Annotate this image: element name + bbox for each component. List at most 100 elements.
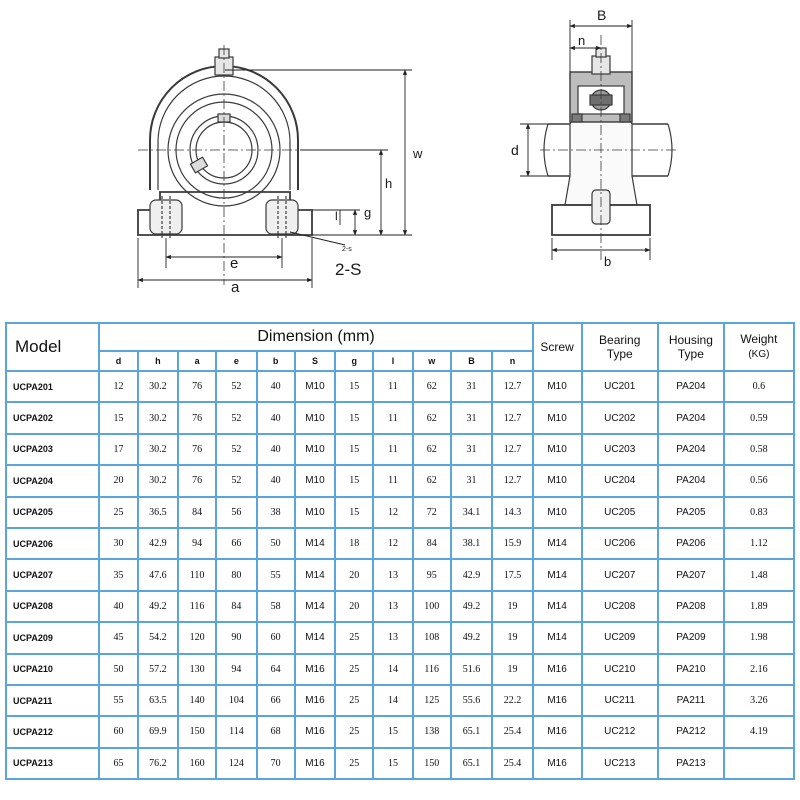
dim-g-cell: 25 bbox=[334, 683, 375, 718]
dim-B-cell: 65.1 bbox=[449, 715, 494, 749]
dim-d-cell: 60 bbox=[98, 715, 139, 749]
dim-S-cell: M16 bbox=[293, 715, 337, 749]
dim-B-cell: 49.2 bbox=[449, 589, 494, 624]
dim-B-cell: 42.9 bbox=[449, 558, 494, 592]
dimension-header: Dimension (mm) bbox=[98, 322, 534, 352]
screw-cell: M16 bbox=[531, 715, 583, 749]
housing-type-cell: PA204 bbox=[656, 432, 725, 467]
dim-a-cell: 140 bbox=[176, 683, 218, 718]
dim-B-cell: 34.1 bbox=[449, 495, 494, 529]
housing-type-cell: PA208 bbox=[656, 589, 725, 624]
dim-g-cell: 15 bbox=[334, 369, 375, 404]
screw-cell: M14 bbox=[531, 621, 583, 655]
dim-h-cell: 63.5 bbox=[136, 683, 180, 718]
dim-e-cell: 114 bbox=[215, 715, 258, 749]
dim-d-cell: 35 bbox=[98, 558, 139, 592]
dim-l-cell: 11 bbox=[372, 369, 414, 404]
label-2-s-small: 2-s bbox=[342, 246, 352, 253]
dim-B-cell: 31 bbox=[449, 464, 494, 498]
dim-col-header: b bbox=[255, 350, 296, 372]
dim-B-cell: 31 bbox=[449, 432, 494, 467]
weight-cell: 1.48 bbox=[722, 558, 796, 592]
housing-base bbox=[137, 191, 313, 236]
dim-l-cell: 12 bbox=[372, 495, 414, 529]
dim-h-cell: 36.5 bbox=[136, 495, 180, 529]
front-dimensions bbox=[137, 69, 412, 288]
bearing-type-cell: UC203 bbox=[580, 432, 659, 467]
dim-S-cell: M16 bbox=[293, 652, 337, 686]
dim-h-cell: 69.9 bbox=[136, 715, 180, 749]
front-dimension-labels: w h g l 2-s 2-S e a bbox=[230, 146, 423, 296]
dim-S-cell: M16 bbox=[293, 683, 337, 718]
weight-header-line-2: (KG) bbox=[748, 349, 770, 360]
dim-col-header: n bbox=[491, 350, 534, 372]
dim-S-cell: M14 bbox=[293, 526, 337, 561]
housing-type-cell: PA209 bbox=[656, 621, 725, 655]
bearing-type-cell: UC207 bbox=[580, 558, 659, 592]
dim-b-cell: 40 bbox=[255, 432, 296, 467]
housing-header-line-2: Type bbox=[677, 347, 704, 361]
dim-n-cell: 25.4 bbox=[491, 715, 534, 749]
dim-n-cell: 22.2 bbox=[491, 683, 534, 718]
bearing-drawing: w h g l 2-s 2-S e a bbox=[137, 7, 676, 296]
dim-w-cell: 150 bbox=[411, 746, 452, 781]
bearing-header-line-1: Bearing bbox=[599, 333, 641, 347]
dim-col-header: e bbox=[215, 350, 258, 372]
dim-w-cell: 62 bbox=[411, 432, 452, 467]
bearing-type-cell: UC205 bbox=[580, 495, 659, 529]
dim-B-cell: 65.1 bbox=[449, 746, 494, 781]
weight-cell: 4.19 bbox=[722, 715, 796, 749]
dim-a-cell: 84 bbox=[176, 495, 218, 529]
dim-d-cell: 17 bbox=[98, 432, 139, 467]
label-2-s: 2-S bbox=[335, 260, 361, 279]
screw-cell: M10 bbox=[531, 495, 583, 529]
dim-g-cell: 25 bbox=[334, 715, 375, 749]
dim-g-cell: 18 bbox=[334, 526, 375, 561]
dim-d-cell: 65 bbox=[98, 746, 139, 781]
dim-h-cell: 30.2 bbox=[136, 464, 180, 498]
label-d: d bbox=[511, 142, 519, 158]
dim-b-cell: 40 bbox=[255, 464, 296, 498]
dim-B-cell: 55.6 bbox=[449, 683, 494, 718]
screw-cell: M10 bbox=[531, 432, 583, 467]
dim-a-cell: 94 bbox=[176, 526, 218, 561]
dim-d-cell: 50 bbox=[98, 652, 139, 686]
dim-l-cell: 11 bbox=[372, 432, 414, 467]
housing-type-cell: PA210 bbox=[656, 652, 725, 686]
screw-header: Screw bbox=[531, 322, 583, 372]
dim-b-cell: 70 bbox=[255, 746, 296, 781]
dim-e-cell: 94 bbox=[215, 652, 258, 686]
dim-w-cell: 100 bbox=[411, 589, 452, 624]
housing-type-cell: PA205 bbox=[656, 495, 725, 529]
dim-col-header: w bbox=[411, 350, 452, 372]
dim-e-cell: 52 bbox=[215, 432, 258, 467]
model-cell: UCPA212 bbox=[4, 715, 101, 749]
dim-B-cell: 49.2 bbox=[449, 621, 494, 655]
table-header-row: Model Dimension (mm) Screw Bearing Type … bbox=[4, 322, 796, 372]
dim-g-cell: 15 bbox=[334, 495, 375, 529]
dim-n-cell: 25.4 bbox=[491, 746, 534, 781]
model-cell: UCPA210 bbox=[4, 652, 101, 686]
dim-S-cell: M14 bbox=[293, 558, 337, 592]
dim-l-cell: 11 bbox=[372, 464, 414, 498]
bearing-type-cell: UC211 bbox=[580, 683, 659, 718]
bearing-type-cell: UC213 bbox=[580, 746, 659, 781]
dim-w-cell: 62 bbox=[411, 401, 452, 435]
dim-S-cell: M10 bbox=[293, 401, 337, 435]
dim-g-cell: 15 bbox=[334, 432, 375, 467]
dim-n-cell: 15.9 bbox=[491, 526, 534, 561]
dim-n-cell: 19 bbox=[491, 621, 534, 655]
dim-S-cell: M14 bbox=[293, 589, 337, 624]
dim-n-cell: 14.3 bbox=[491, 495, 534, 529]
label-l: l bbox=[335, 209, 338, 223]
dim-e-cell: 124 bbox=[215, 746, 258, 781]
weight-cell: 0.6 bbox=[722, 369, 796, 404]
weight-header-line-1: Weight bbox=[740, 332, 778, 346]
model-cell: UCPA201 bbox=[4, 369, 101, 404]
dim-w-cell: 95 bbox=[411, 558, 452, 592]
